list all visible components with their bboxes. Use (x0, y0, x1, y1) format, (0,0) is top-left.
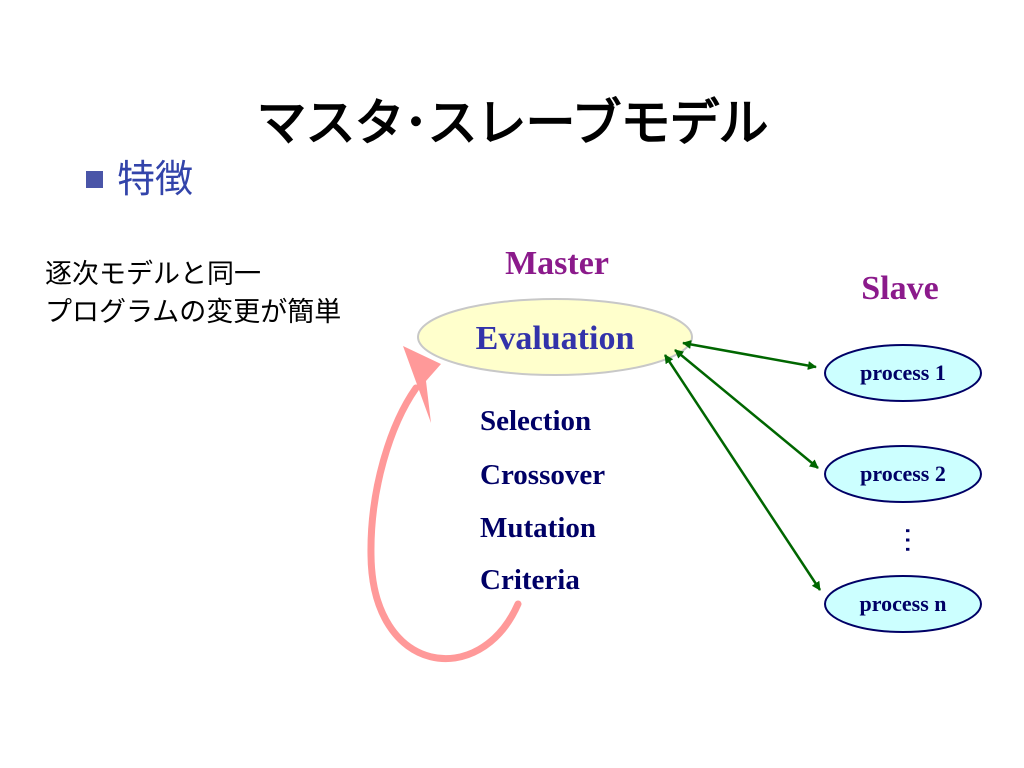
process-ellipse-1 (824, 344, 982, 402)
connector-process-2 (674, 349, 819, 469)
step-crossover: Crossover (480, 459, 605, 491)
process-ellipsis: … (899, 526, 932, 554)
square-bullet-icon (86, 170, 103, 188)
evaluation-label: Evaluation (476, 320, 635, 357)
bullet-item: 特徴 (86, 160, 193, 198)
process-node-2: process 2 (824, 445, 982, 503)
step-mutation: Mutation (480, 512, 596, 544)
process-node-1: process 1 (824, 344, 982, 402)
process-ellipse-2 (824, 445, 982, 503)
description: 逐次モデルと同一 プログラムの変更が簡単 (45, 256, 341, 332)
loop-arrow-head (403, 346, 441, 423)
description-line-2: プログラムの変更が簡単 (45, 297, 342, 328)
master-label: Master (505, 245, 609, 282)
process-node-n: process n (824, 575, 982, 633)
evaluation-node: Evaluation (417, 298, 693, 376)
process-ellipse-n (824, 575, 982, 633)
bullet-text: 特徴 (117, 157, 194, 201)
evaluation-ellipse (417, 298, 693, 376)
step-criteria: Criteria (480, 564, 580, 596)
slide-title: マスタ･スレーブモデル (256, 94, 769, 152)
loop-arrow-curve (367, 384, 522, 662)
process-label-2: process 2 (860, 461, 946, 486)
description-line-1: 逐次モデルと同一 (45, 259, 261, 290)
connector-process-1 (682, 340, 817, 370)
step-selection: Selection (480, 405, 591, 437)
process-label-n: process n (860, 591, 947, 616)
slave-label: Slave (861, 270, 938, 307)
loop-arrow (367, 346, 522, 662)
connector-process-n (663, 354, 822, 591)
process-label-1: process 1 (860, 360, 946, 385)
